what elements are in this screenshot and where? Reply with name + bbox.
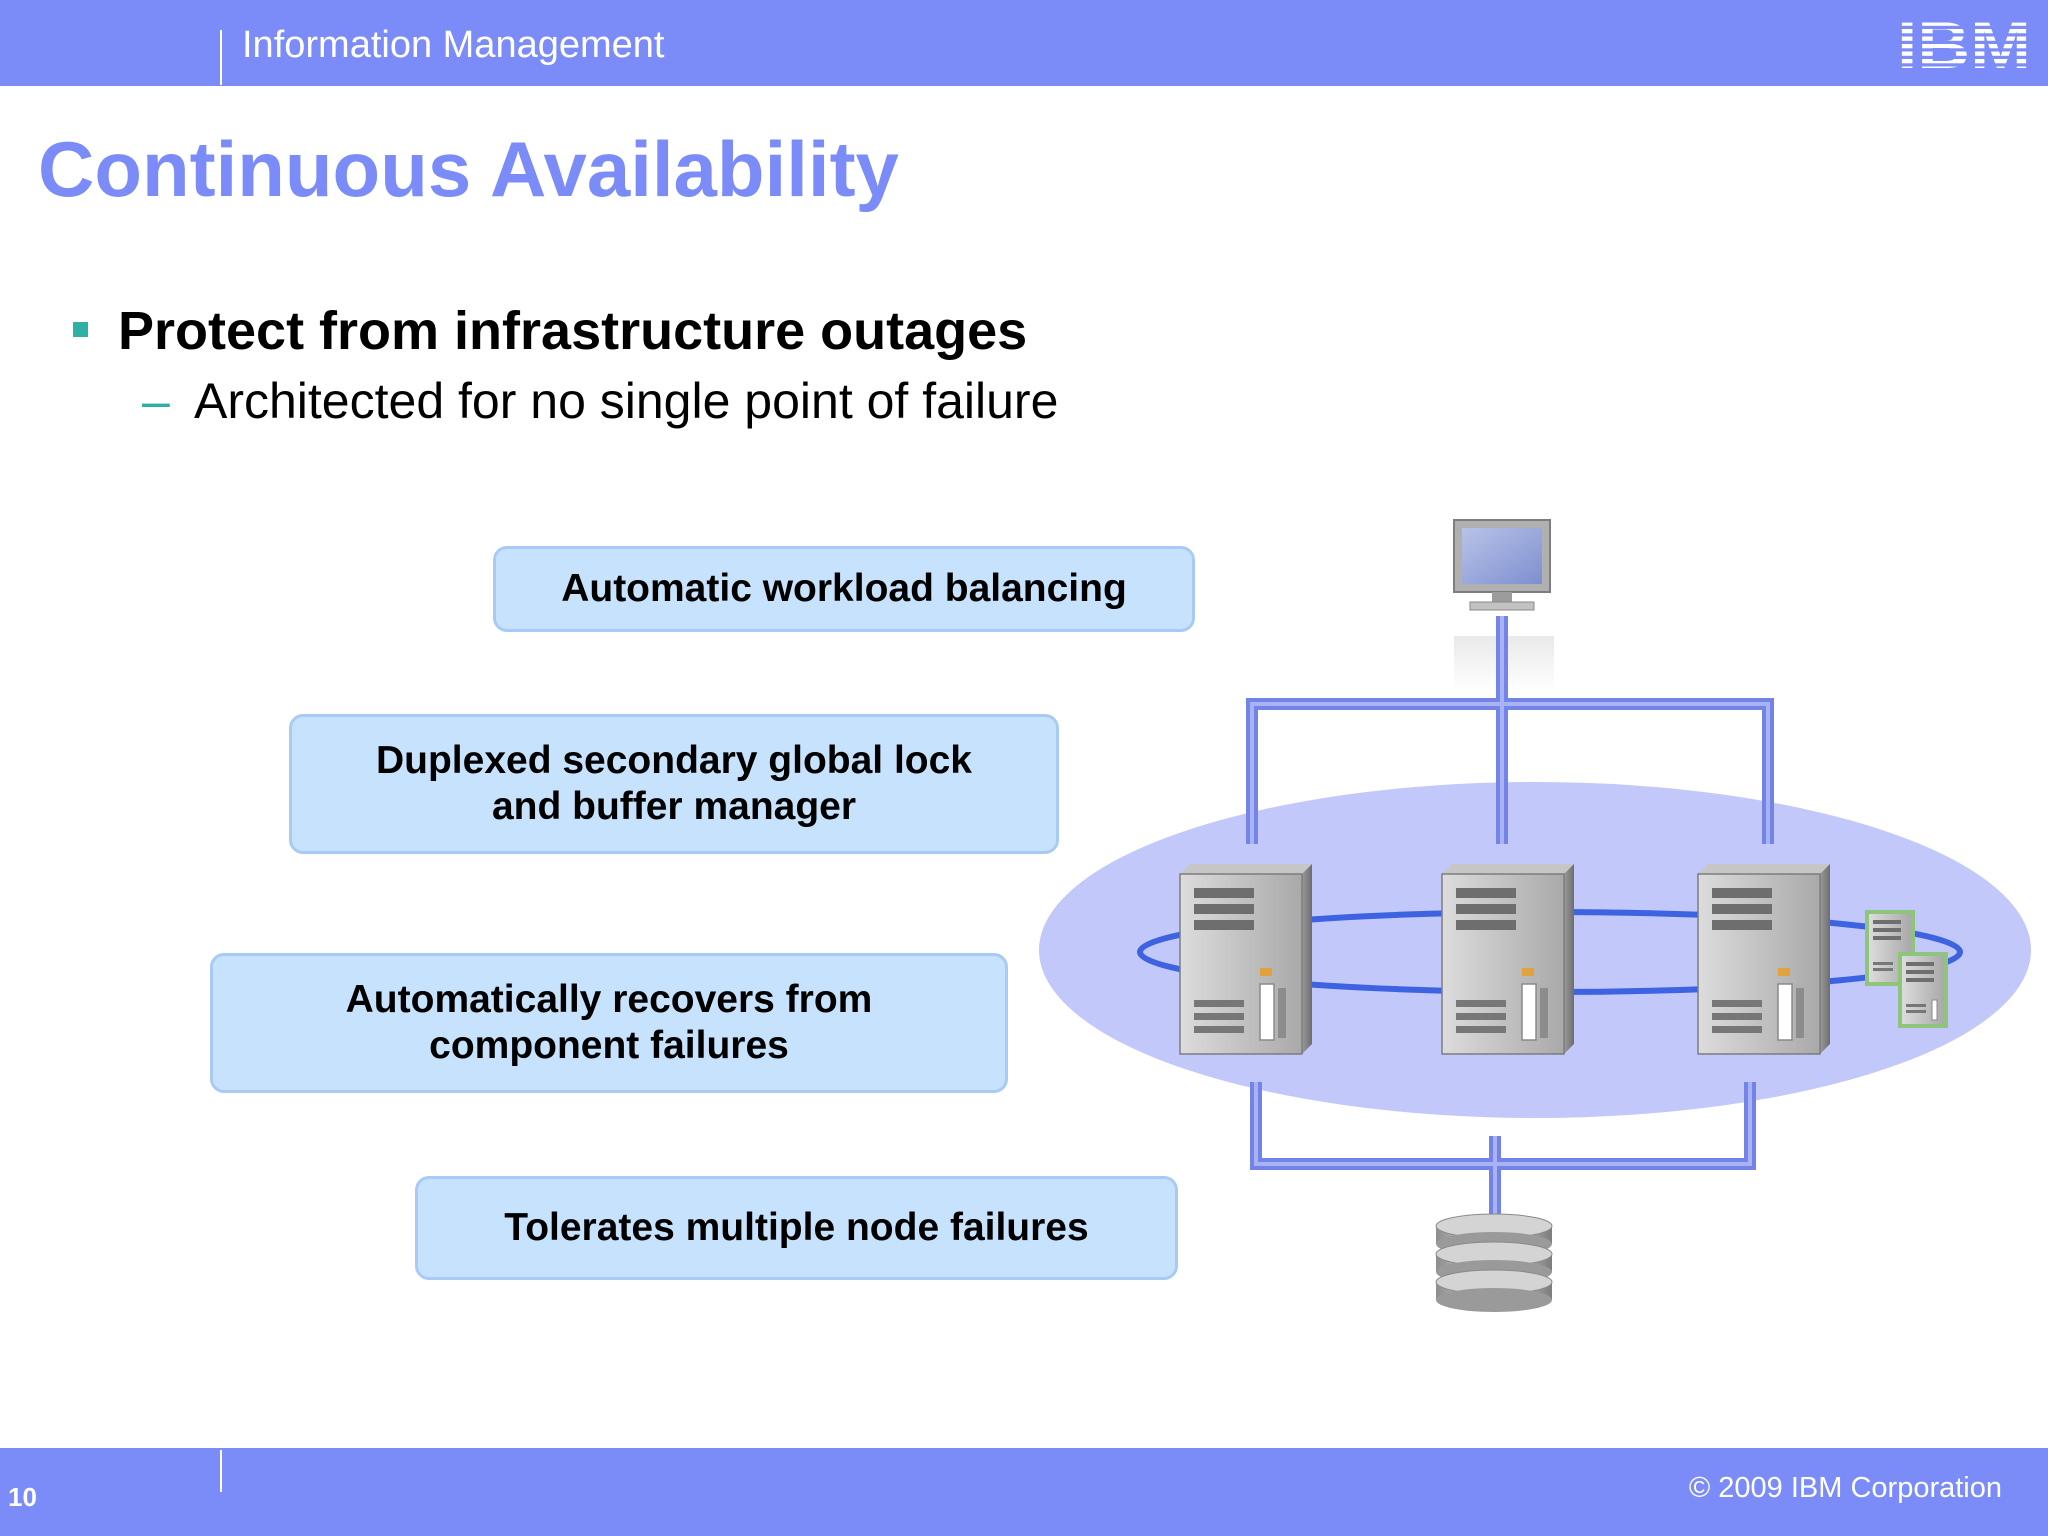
footer-bar: 10 © 2009 IBM Corporation — [0, 1448, 2048, 1536]
database-icon — [1435, 1213, 1553, 1312]
feature-line: Automatically recovers from — [345, 978, 873, 1021]
feature-workload-balancing: Automatic workload balancing — [493, 546, 1195, 632]
monitor-icon — [1453, 519, 1551, 611]
page-number: 10 — [8, 1482, 37, 1512]
bullet-marker — [73, 322, 88, 337]
coupling-facility-icon — [1897, 951, 1949, 1029]
feature-line: and buffer manager — [491, 785, 857, 828]
header-divider — [220, 30, 222, 85]
svg-text:IBM: IBM — [1897, 14, 2031, 72]
feature-line: Automatic workload balancing — [561, 567, 1127, 610]
server-icon — [1441, 863, 1575, 1055]
section-title: Information Management — [242, 24, 665, 66]
feature-line: Tolerates multiple node failures — [504, 1206, 1089, 1249]
feature-line: Duplexed secondary global lock — [375, 739, 972, 782]
sub-bullet-dash: – — [142, 373, 170, 429]
footer-divider — [220, 1450, 222, 1492]
ibm-logo: IBM — [1897, 14, 2031, 72]
cluster-diagram — [1039, 519, 2031, 1312]
copyright: © 2009 IBM Corporation — [1688, 1472, 2002, 1504]
header-bar: Information Management IBM — [0, 0, 2048, 86]
server-icon — [1697, 863, 1831, 1055]
slide-title: Continuous Availability — [38, 125, 899, 213]
feature-duplexed-lock-manager: Duplexed secondary global lock and buffe… — [289, 714, 1059, 854]
feature-auto-recovery: Automatically recovers from component fa… — [210, 953, 1008, 1093]
main-bullet: Protect from infrastructure outages — [118, 301, 1028, 361]
feature-node-failures: Tolerates multiple node failures — [415, 1176, 1178, 1280]
feature-line: component failures — [429, 1024, 789, 1067]
sub-bullet: Architected for no single point of failu… — [194, 373, 1059, 429]
server-icon — [1179, 863, 1313, 1055]
